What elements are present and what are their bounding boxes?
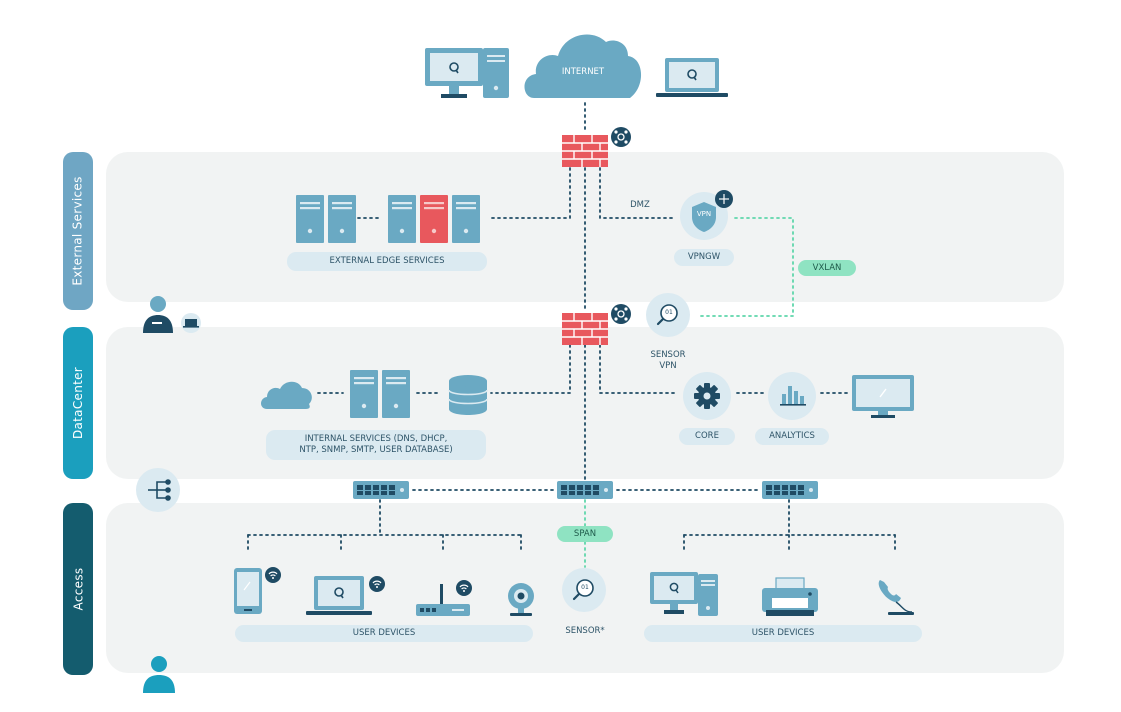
firewall-icon [562,313,608,345]
sensor-access-label: SENSOR* [565,626,605,636]
router-icon [416,584,470,616]
laptop-icon [306,576,372,615]
zone-label-external-services: External Services [63,152,93,310]
wifi-icon [456,580,472,596]
user-icon [143,296,201,333]
phone-icon [234,568,262,614]
sensor-vpn-label-line1: SENSOR [650,350,686,360]
user-icon [143,656,175,693]
topology-icon [611,304,631,324]
monitor-icon [852,375,914,418]
desktop-icon [425,48,509,98]
core-label: CORE [679,428,735,445]
server-icon [350,370,410,418]
switch-icon [557,481,613,499]
desktop-icon [650,572,718,616]
switch-icon [762,481,818,499]
cloud-icon [524,34,642,98]
laptop-icon [656,58,728,97]
vpn-shield-icon [680,190,733,240]
dmz-label: DMZ [630,200,650,210]
internal-services-line1: INTERNAL SERVICES (DNS, DHCP, [304,433,448,444]
internal-services-label: INTERNAL SERVICES (DNS, DHCP, NTP, SNMP,… [266,430,486,460]
gear-icon [683,372,731,420]
switch-icon [353,481,409,499]
vxlan-pill: VXLAN [798,260,856,276]
wifi-icon [369,576,385,592]
sensor-icon [562,568,606,612]
vpn-badge-label: VPN [696,210,712,218]
sensor-icon [646,293,690,337]
zone-label-access: Access [63,503,93,675]
topology-icon [611,127,631,147]
firewall-icon [562,135,608,167]
vpngw-label: VPNGW [674,249,734,266]
wifi-icon [265,567,281,583]
analytics-label: ANALYTICS [755,428,829,445]
webcam-icon [508,583,534,616]
cloud-icon [261,381,312,409]
external-edge-services-label: EXTERNAL EDGE SERVICES [287,252,487,271]
database-icon [448,375,488,415]
zone-label-datacenter: DataCenter [63,327,93,479]
span-pill: SPAN [557,526,613,542]
internet-label: INTERNET [561,67,605,77]
sensor-vpn-code: 01 [665,309,673,316]
bar-chart-icon [768,372,816,420]
user-devices-left-label: USER DEVICES [235,625,533,642]
sensor-vpn-label-line2: VPN [659,361,677,371]
server-icon [388,195,480,243]
telephone-icon [878,580,914,615]
server-icon [296,195,356,243]
sensor-access-code: 01 [581,584,589,591]
printer-icon [762,577,818,616]
hub-icon [136,468,180,512]
user-devices-right-label: USER DEVICES [644,625,922,642]
internal-services-line2: NTP, SNMP, SMTP, USER DATABASE) [299,445,453,455]
